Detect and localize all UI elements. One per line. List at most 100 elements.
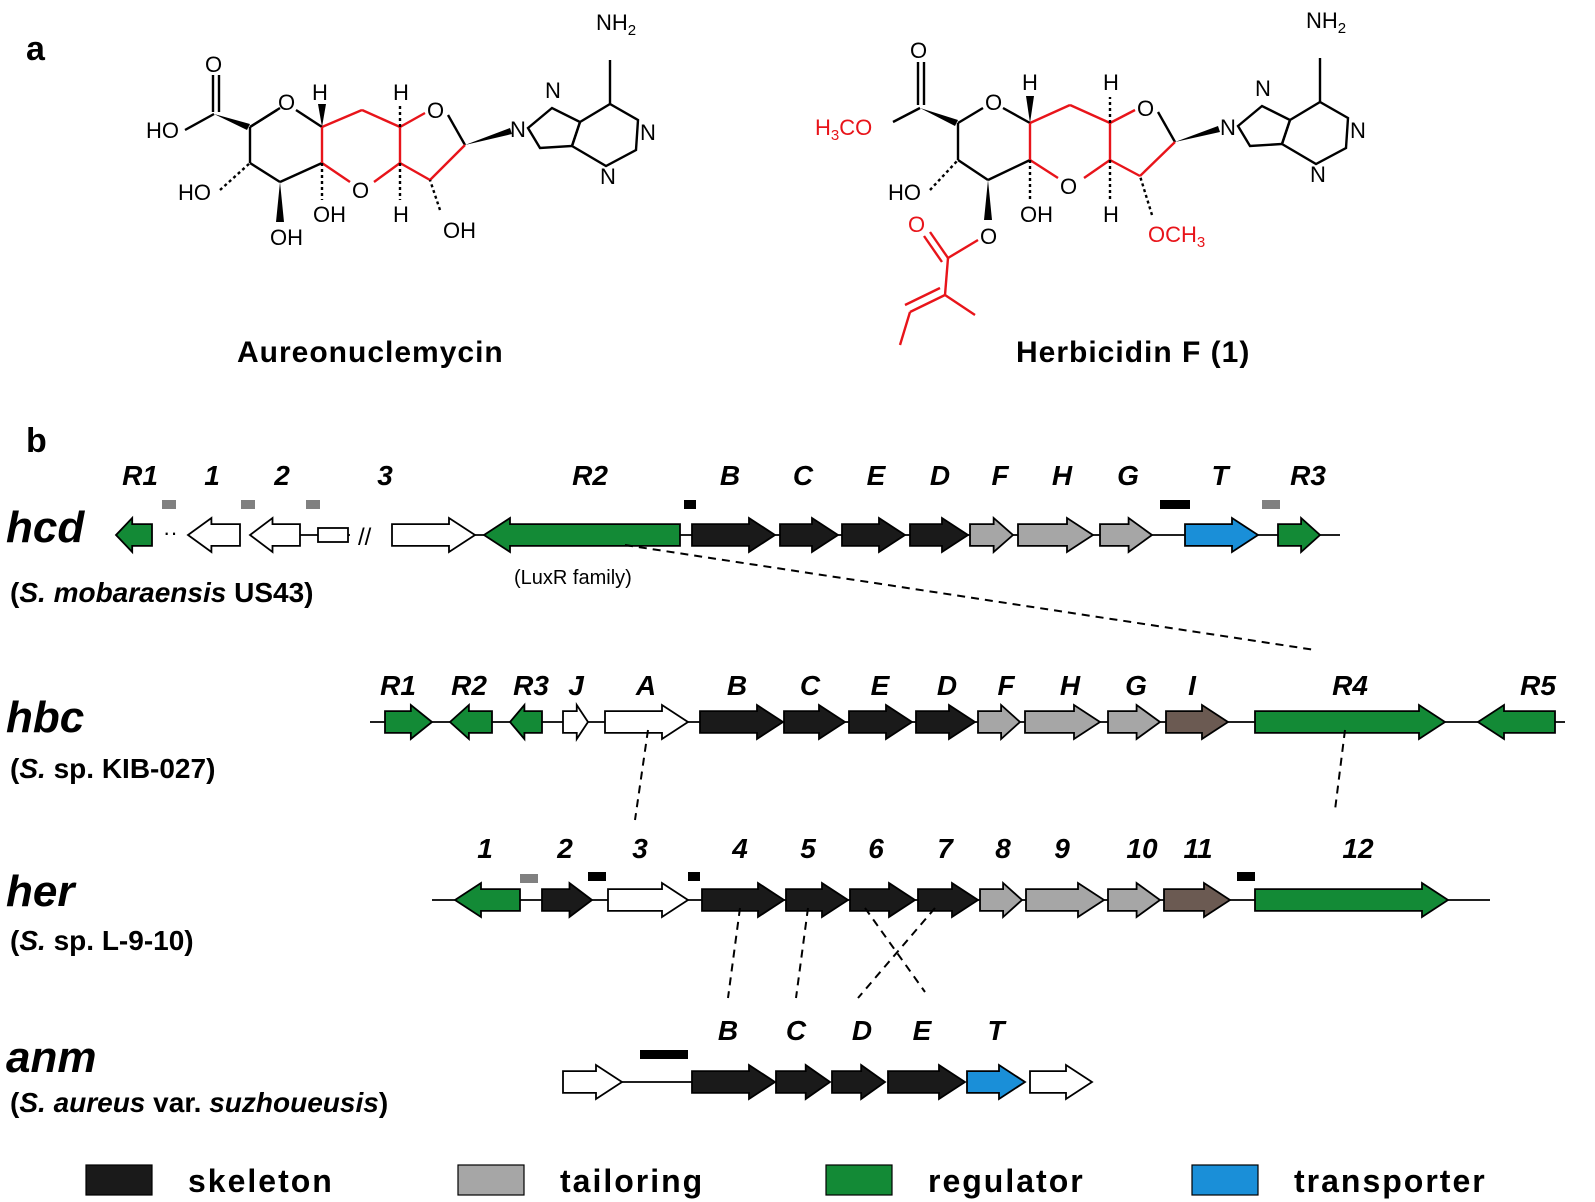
svg-text:H: H	[393, 80, 409, 105]
promoter-mark	[1160, 500, 1190, 509]
svg-text:O: O	[1060, 174, 1077, 199]
gene-label-hcd-R1: R1	[122, 460, 158, 491]
svg-text:N: N	[640, 120, 656, 145]
gene-hcd-2	[248, 516, 301, 554]
gene-her-11	[1163, 881, 1232, 919]
gene-label-her-9: 9	[1054, 833, 1070, 864]
herbicidin-name: Herbicidin F (1)	[1016, 336, 1250, 369]
cluster-name-anm: anm	[6, 1033, 96, 1082]
gene-her-5	[785, 881, 850, 919]
aureonuclemycin-name: Aureonuclemycin	[237, 336, 504, 369]
gene-anm-right	[1029, 1063, 1094, 1101]
svg-text:O: O	[205, 52, 222, 77]
gene-label-anm-T: T	[987, 1015, 1007, 1046]
svg-text:OH: OH	[313, 202, 346, 227]
gene-label-hcd-1: 1	[204, 460, 220, 491]
svg-text:O: O	[427, 98, 444, 123]
legend-label-regulator: regulator	[928, 1163, 1085, 1199]
svg-text:O: O	[910, 38, 927, 63]
gene-label-anm-E: E	[913, 1015, 933, 1046]
cluster-name-hcd: hcd	[6, 503, 85, 552]
gene-hcd-C	[779, 516, 840, 554]
luxr-note: (LuxR family)	[514, 567, 632, 589]
gene-hbc-G	[1107, 703, 1162, 741]
gene-label-her-11: 11	[1183, 833, 1212, 864]
svg-text:H: H	[1103, 70, 1119, 95]
panel-label-a: a	[26, 30, 46, 68]
svg-text:O: O	[908, 212, 925, 237]
homology-line-r4-12	[1334, 729, 1346, 811]
gene-label-hcd-T: T	[1211, 460, 1231, 491]
gene-hbc-I	[1165, 703, 1230, 741]
svg-text:HO: HO	[146, 118, 179, 143]
gene-label-hcd-D: D	[930, 460, 950, 491]
cluster-organism-hcd: (S. mobaraensis US43)	[10, 577, 313, 608]
gene-label-her-7: 7	[937, 833, 954, 864]
svg-text:O: O	[1137, 96, 1154, 121]
svg-text:OH: OH	[270, 225, 303, 250]
gene-label-hbc-R5: R5	[1520, 670, 1556, 701]
legend-swatch-regulator	[825, 1164, 893, 1196]
promoter-mark	[241, 500, 255, 509]
panel-label-b: b	[26, 422, 47, 460]
gene-her-6	[849, 881, 917, 919]
gene-her-9	[1025, 881, 1106, 919]
gene-hcd-B	[691, 516, 777, 554]
gene-label-anm-B: B	[718, 1015, 738, 1046]
legend-label-tailoring: tailoring	[560, 1163, 704, 1199]
gene-label-hbc-C: C	[800, 670, 821, 701]
promoter-mark	[640, 1050, 688, 1059]
promoter-mark	[162, 500, 176, 509]
gene-hcd-F	[969, 516, 1015, 554]
gene-label-hbc-I: I	[1188, 670, 1197, 701]
gene-hbc-E	[848, 703, 914, 741]
gene-label-her-10: 10	[1126, 833, 1158, 864]
promoter-mark	[1237, 872, 1255, 881]
gene-label-her-4: 4	[731, 833, 748, 864]
svg-text:H: H	[393, 202, 409, 227]
gene-label-hcd-C: C	[793, 460, 814, 491]
svg-text:O: O	[278, 90, 295, 115]
gene-label-hcd-H: H	[1052, 460, 1073, 491]
gene-anm-T	[966, 1063, 1027, 1101]
promoter-mark	[1262, 500, 1280, 509]
gene-hbc-R2	[448, 702, 493, 742]
homology-line-6-e	[864, 907, 926, 993]
gene-label-hbc-R4: R4	[1332, 670, 1368, 701]
gene-her-12	[1254, 881, 1450, 919]
gene-anm-C	[775, 1063, 832, 1101]
promoter-mark	[684, 500, 696, 509]
svg-text:HO: HO	[178, 180, 211, 205]
gene-hcd-R1	[114, 515, 153, 555]
gene-hcd-T	[1184, 516, 1260, 554]
herbicidin-structure: O H3CO O O O H H H HO OH O OCH3	[815, 8, 1366, 346]
gene-her-4	[701, 881, 786, 919]
gene-her-10	[1107, 881, 1162, 919]
gene-label-hcd-F: F	[991, 460, 1009, 491]
gene-label-anm-D: D	[852, 1015, 872, 1046]
gene-hbc-H	[1024, 703, 1102, 741]
gene-hcd-G	[1099, 516, 1154, 554]
gene-label-hbc-A: A	[635, 670, 656, 701]
homology-line-a-3	[634, 729, 649, 821]
gene-hcd-1	[186, 516, 241, 554]
aureonuclemycin-structure: O HO O O O H H H HO OH OH	[146, 10, 656, 250]
svg-text:OH: OH	[1020, 202, 1053, 227]
svg-text:N: N	[600, 164, 616, 189]
gene-label-hbc-F: F	[997, 670, 1015, 701]
legend-swatch-transporter	[1191, 1164, 1259, 1196]
gene-label-hbc-R2: R2	[451, 670, 487, 701]
homology-line-r2-r4	[624, 544, 1316, 651]
cluster-organism-her: (S. sp. L-9-10)	[10, 925, 194, 956]
svg-text:N: N	[510, 117, 526, 142]
svg-text:H: H	[1103, 202, 1119, 227]
svg-text:OCH3: OCH3	[1148, 222, 1205, 251]
svg-text:N: N	[545, 78, 561, 103]
homology-lines	[624, 544, 1346, 999]
svg-text:H: H	[1022, 70, 1038, 95]
